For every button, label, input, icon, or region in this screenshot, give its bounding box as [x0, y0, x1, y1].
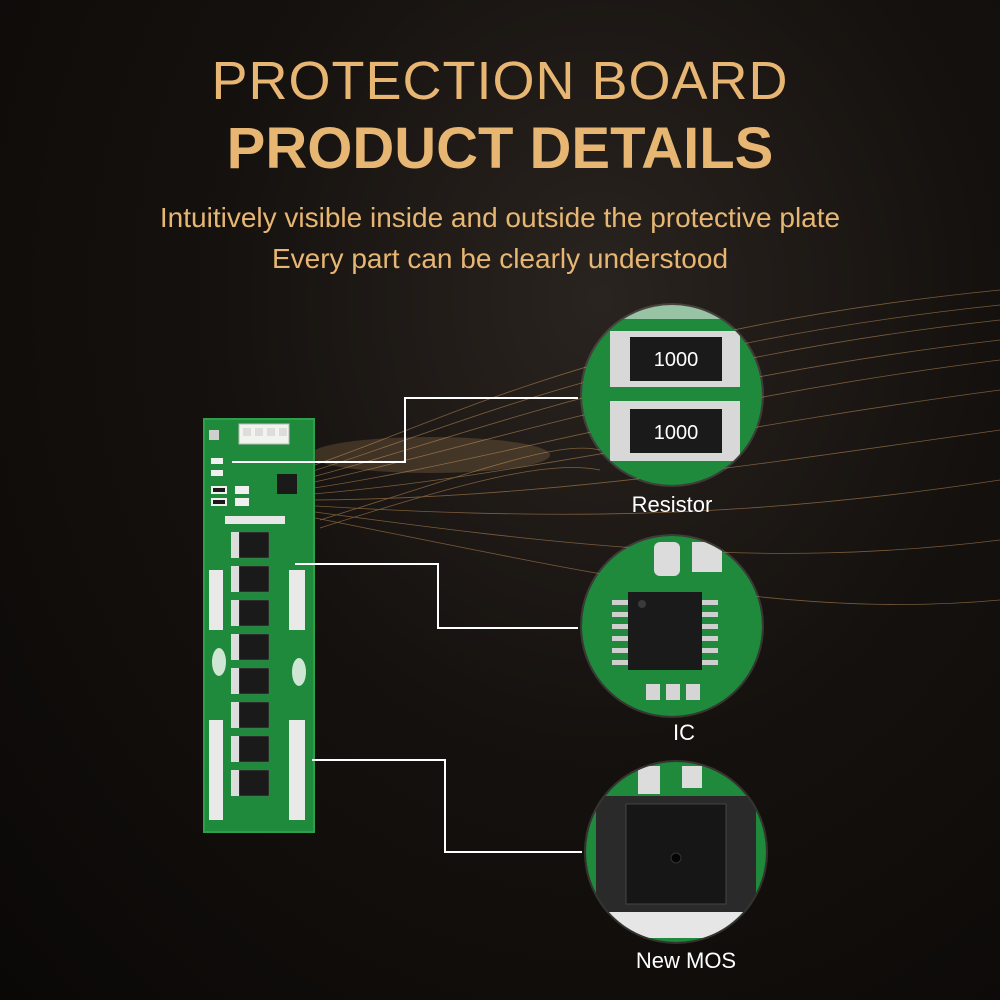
resistor-detail-circle: 1000 1000	[582, 305, 762, 485]
page-title-line2: PRODUCT DETAILS	[226, 116, 774, 181]
subtitle-line1: Intuitively visible inside and outside t…	[159, 202, 841, 233]
mos-detail-circle	[586, 762, 766, 942]
subtitle-line2: Every part can be clearly understood	[271, 243, 729, 274]
ic-caption: IC	[673, 720, 695, 745]
resistor-caption: Resistor	[631, 492, 713, 517]
board-drawing	[209, 423, 306, 820]
protection-board-image	[203, 418, 315, 833]
resistor-label-2: 1000	[654, 422, 699, 444]
ic-detail-circle	[582, 536, 762, 716]
resistor-label-1: 1000	[654, 349, 699, 371]
page-title-line1: PROTECTION BOARD	[211, 51, 789, 111]
mos-caption: New MOS	[635, 948, 737, 973]
